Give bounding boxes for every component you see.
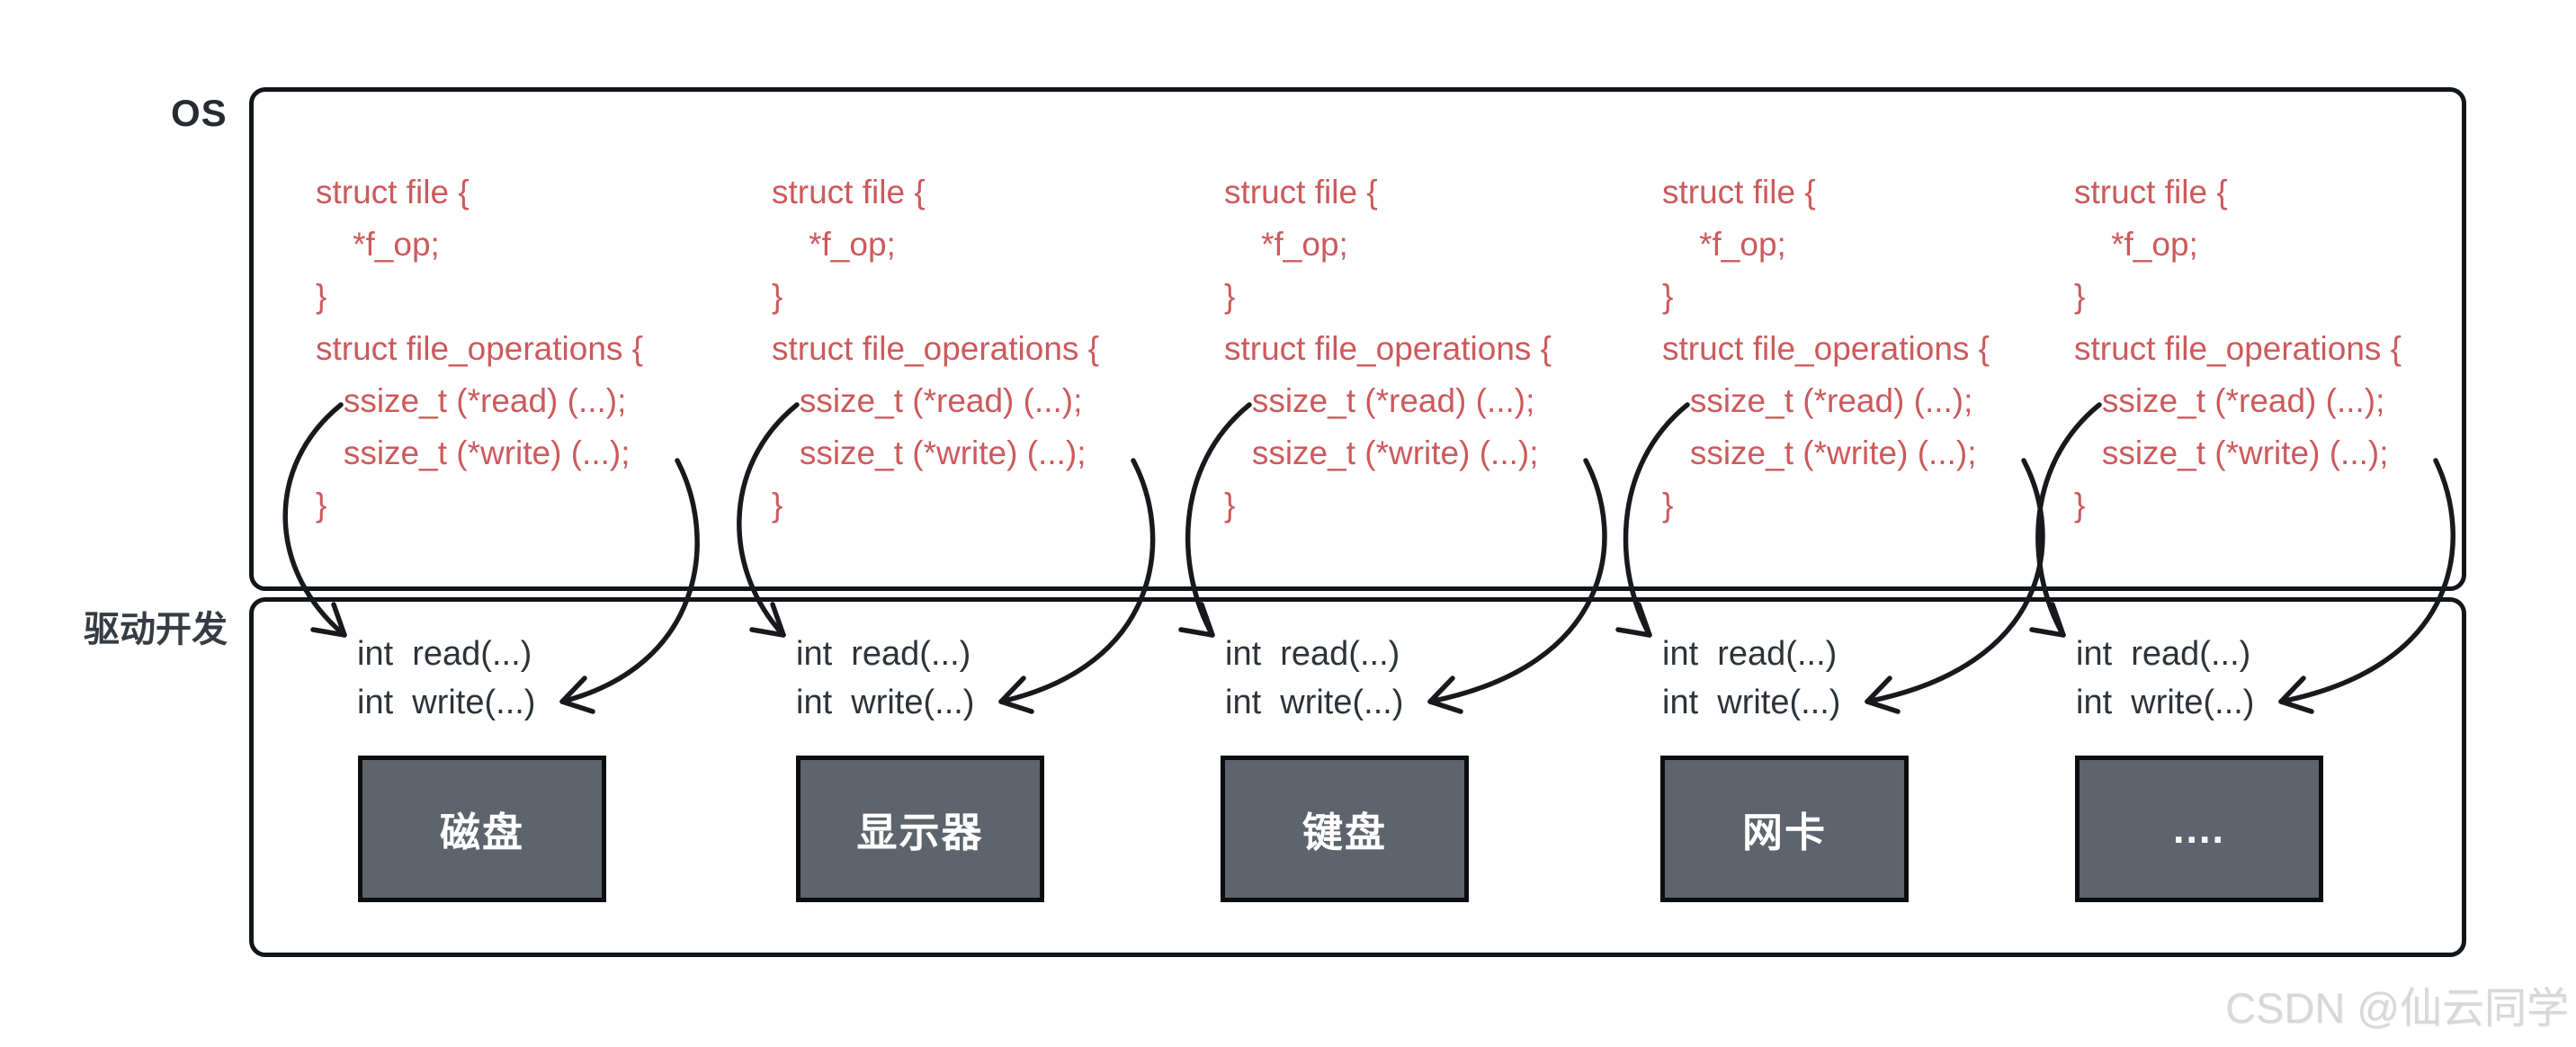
os-label: OS [171,92,228,134]
driver-functions-code: int read(...) int write(...) [2076,635,2255,721]
device-box: 网卡 [1660,756,1909,902]
device-label: 磁盘 [439,810,524,855]
driver-functions-code: int read(...) int write(...) [796,635,975,721]
watermark: CSDN @仙云同学 [2225,984,2569,1032]
driver-label: 驱动开发 [84,610,228,649]
device-label: 网卡 [1741,810,1827,855]
file-struct-code: struct file { *f_op; } struct file_opera… [1662,174,1990,524]
device-label: 键盘 [1301,810,1387,855]
driver-functions-code: int read(...) int write(...) [1662,635,1841,721]
file-struct-code: struct file { *f_op; } struct file_opera… [316,174,644,524]
device-box: .... [2075,756,2323,902]
file-struct-code: struct file { *f_op; } struct file_opera… [772,174,1100,524]
file-struct-code: struct file { *f_op; } struct file_opera… [1224,174,1552,524]
device-label: .... [2172,805,2225,852]
device-box: 磁盘 [358,756,606,902]
os-box [249,87,2466,591]
driver-functions-code: int read(...) int write(...) [357,635,536,721]
device-label: 显示器 [856,810,984,855]
device-box: 键盘 [1221,756,1469,902]
driver-box [249,597,2466,957]
driver-functions-code: int read(...) int write(...) [1225,635,1404,721]
file-struct-code: struct file { *f_op; } struct file_opera… [2074,174,2402,524]
device-box: 显示器 [796,756,1044,902]
